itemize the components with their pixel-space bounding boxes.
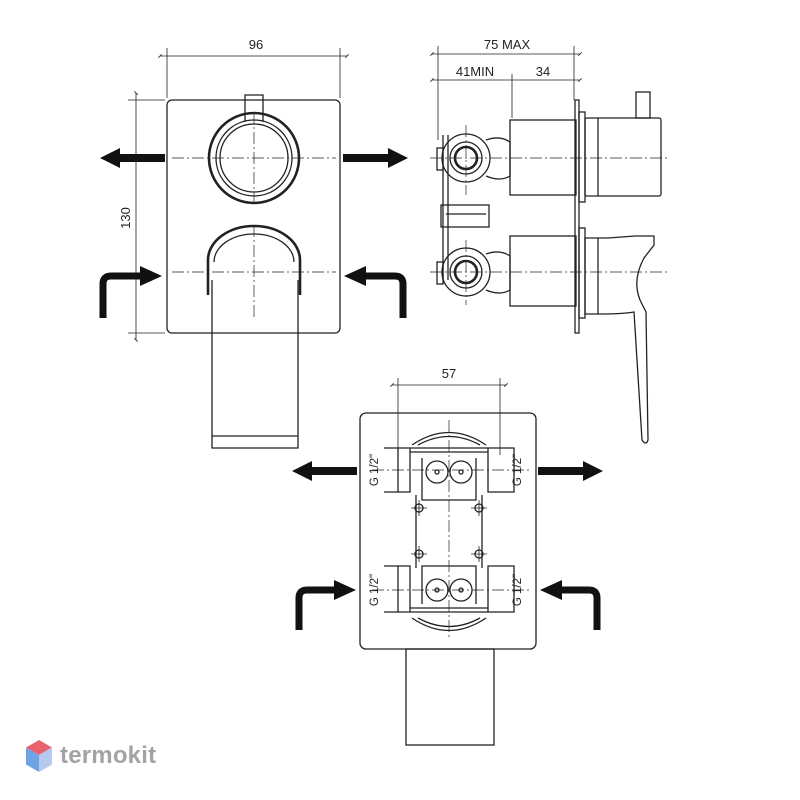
outlet-arrow-left-icon bbox=[100, 148, 165, 168]
brand-cube-icon bbox=[26, 740, 52, 772]
outlet-arrow-right-icon bbox=[343, 148, 408, 168]
inlet-arrow-right-icon bbox=[344, 266, 407, 318]
dimension-inlet-spacing-label: 57 bbox=[442, 366, 456, 381]
inlet-arrow-left-icon bbox=[99, 266, 162, 318]
body-outlet-arrow-left-icon bbox=[292, 461, 357, 481]
dimension-width-label: 96 bbox=[249, 37, 263, 52]
thread-label-bottom-left: G 1/2" bbox=[369, 574, 381, 606]
dimension-depth: 75 MAX 41MIN 34 bbox=[430, 37, 582, 140]
side-view: 75 MAX 41MIN 34 bbox=[430, 37, 668, 444]
dimension-inlet-spacing: 57 bbox=[390, 366, 508, 455]
mixer-lever bbox=[206, 224, 302, 449]
dimension-depth-max-label: 75 MAX bbox=[484, 37, 531, 52]
dimension-depth-min-label: 41MIN bbox=[456, 64, 494, 79]
dimension-depth-part-label: 34 bbox=[536, 64, 550, 79]
thread-label-bottom-right: G 1/2" bbox=[512, 574, 524, 606]
body-outlet-arrow-right-icon bbox=[538, 461, 603, 481]
front-view: 96 130 bbox=[99, 37, 408, 449]
body-inlet-arrow-right-icon bbox=[540, 580, 601, 630]
front-cover-plate bbox=[166, 99, 341, 334]
body-view: 57 bbox=[292, 366, 603, 746]
thread-label-top-left: G 1/2" bbox=[369, 454, 381, 486]
dimension-height: 130 bbox=[118, 91, 165, 342]
thread-label-top-right: G 1/2" bbox=[512, 454, 524, 486]
brand-logo: termokit bbox=[24, 736, 156, 776]
mounting-holes bbox=[411, 500, 487, 562]
brand-name: termokit bbox=[60, 742, 157, 769]
side-wall-plate bbox=[574, 99, 580, 334]
body-inlet-arrow-left-icon bbox=[295, 580, 356, 630]
dimension-height-label: 130 bbox=[118, 207, 133, 229]
dimension-width: 96 bbox=[158, 37, 349, 98]
body-port-top bbox=[398, 447, 500, 501]
